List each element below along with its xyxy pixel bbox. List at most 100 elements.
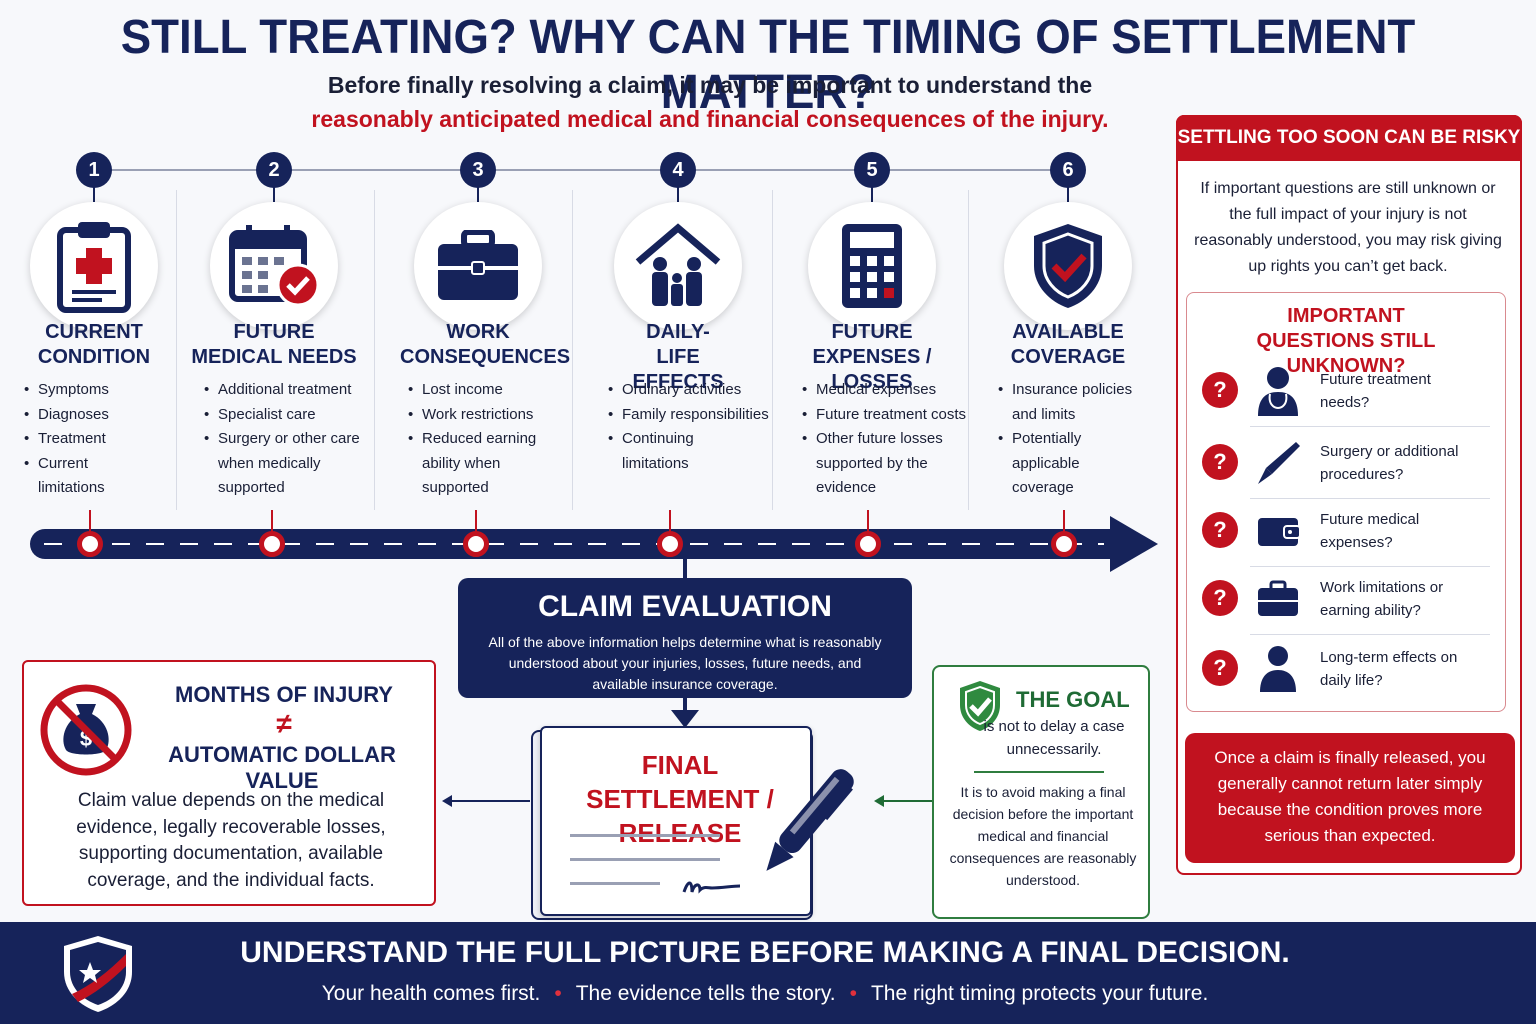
shield-check-icon	[1004, 202, 1132, 330]
shield-check-icon	[960, 681, 1000, 731]
list-item: Specialist care	[204, 403, 374, 428]
calendar-check-icon	[210, 202, 338, 330]
claim-evaluation-title: CLAIM EVALUATION	[538, 590, 832, 623]
claim-evaluation-text: All of the above information helps deter…	[488, 634, 882, 692]
step-future-medical-needs: 2 FUTURE MEDICAL NEEDS Additional treatm…	[176, 148, 372, 508]
step-connector-line	[90, 169, 1070, 171]
briefcase-icon	[1258, 580, 1298, 616]
timeline-marker	[77, 531, 103, 557]
question-text: Long-term effects on daily life?	[1320, 649, 1458, 689]
list-item: Future treatment costs	[802, 403, 972, 428]
question-row: ? Future treatment needs?	[1196, 360, 1492, 428]
release-warning-text: Once a claim is finally released, you ge…	[1214, 748, 1486, 845]
left-arrow-icon	[442, 795, 452, 807]
step-items: Lost income Work restrictions Reduced ea…	[408, 378, 578, 501]
questions-box	[1186, 292, 1506, 712]
step-title: FUTURE MEDICAL NEEDS	[191, 321, 357, 368]
step-number: 3	[460, 152, 496, 188]
list-item: Diagnoses	[24, 403, 194, 428]
timeline-marker	[463, 531, 489, 557]
claim-evaluation-box: CLAIM EVALUATION All of the above inform…	[458, 578, 912, 698]
question-row: ? Work limitations or earning ability?	[1196, 568, 1492, 636]
step-available-coverage: 6 AVAILABLE COVERAGE Insurance policies …	[970, 148, 1166, 508]
risk-panel-header: SETTLING TOO SOON CAN BE RISKY	[1176, 115, 1522, 161]
list-item: Additional treatment	[204, 378, 374, 403]
timeline-dashes	[44, 543, 1104, 545]
goal-text: It is to avoid making a final decision b…	[949, 784, 1137, 888]
person-icon	[1260, 646, 1296, 692]
step-items: Additional treatment Specialist care Sur…	[204, 378, 374, 501]
step-items: Medical expenses Future treatment costs …	[802, 378, 972, 501]
question-text: Surgery or additional procedures?	[1320, 443, 1459, 483]
list-item: Ordinary activities	[608, 378, 778, 403]
timeline-arrow-head	[1110, 516, 1158, 572]
question-mark-icon: ?	[1202, 372, 1238, 408]
footer-title: UNDERSTAND THE FULL PICTURE BEFORE MAKIN…	[240, 936, 1290, 969]
not-equal-icon: ≠	[276, 708, 292, 739]
step-items: Ordinary activities Family responsibilit…	[608, 378, 778, 476]
risk-panel-text: If important questions are still unknown…	[1194, 180, 1502, 275]
step-number: 1	[76, 152, 112, 188]
goal-title: THE GOAL	[1016, 687, 1130, 712]
list-item: Family responsibilities	[608, 403, 778, 428]
question-text: Future treatment needs?	[1320, 371, 1431, 411]
tagline-item: The right timing protects your future.	[870, 982, 1209, 1005]
briefcase-icon	[414, 202, 542, 330]
months-of-injury-box: $ MONTHS OF INJURY ≠ AUTOMATIC DOLLAR VA…	[22, 660, 436, 906]
footer	[0, 922, 1536, 1024]
questions-title: IMPORTANT QUESTIONS STILL UNKNOWN?	[1256, 305, 1436, 377]
step-number: 4	[660, 152, 696, 188]
page-title: STILL TREATING? WHY CAN THE TIMING OF SE…	[120, 11, 1416, 119]
question-mark-icon: ?	[1202, 444, 1238, 480]
question-row: ? Future medical expenses?	[1196, 500, 1492, 568]
list-item: Potentially applicable coverage	[998, 427, 1108, 501]
list-item: Symptoms	[24, 378, 194, 403]
step-future-expenses: 5 FUTURE EXPENSES / LOSSES Medical expen…	[774, 148, 970, 508]
family-home-icon	[614, 202, 742, 330]
question-text: Work limitations or earning ability?	[1320, 579, 1444, 619]
list-item: Work restrictions	[408, 403, 578, 428]
doctor-icon	[1258, 367, 1298, 416]
tagline-item: Your health comes first.	[321, 982, 541, 1005]
timeline-marker	[855, 531, 881, 557]
wallet-icon	[1258, 518, 1301, 546]
step-number: 5	[854, 152, 890, 188]
timeline-marker	[657, 531, 683, 557]
list-item: Insurance policies and limits	[998, 378, 1148, 427]
step-daily-life-effects: 4 DAILY-LIFE EFFECTS Ordinary activities…	[580, 148, 776, 508]
goal-subtitle: is not to delay a case unnecessarily.	[983, 718, 1125, 758]
timeline-marker	[1051, 531, 1077, 557]
down-arrow-icon	[671, 710, 699, 728]
question-mark-icon: ?	[1202, 512, 1238, 548]
question-row: ? Long-term effects on daily life?	[1196, 638, 1492, 706]
list-item: Continuing limitations	[608, 427, 708, 476]
clipboard-medical-icon	[30, 202, 158, 330]
pen-icon	[766, 769, 854, 871]
subtitle-line-2: reasonably anticipated medical and finan…	[311, 106, 1109, 132]
step-number: 6	[1050, 152, 1086, 188]
timeline-marker	[259, 531, 285, 557]
calculator-icon	[808, 202, 936, 330]
list-item: Other future losses supported by the evi…	[802, 427, 952, 501]
tagline-separator: •	[554, 982, 562, 1005]
signature-icon	[682, 881, 741, 894]
step-number: 2	[256, 152, 292, 188]
automatic-dollar-value-label: AUTOMATIC DOLLAR VALUE	[168, 742, 396, 793]
question-mark-icon: ?	[1202, 580, 1238, 616]
step-work-consequences: 3 WORK CONSEQUENCES Lost income Work res…	[380, 148, 576, 508]
final-settlement-document: FINAL SETTLEMENT / RELEASE	[540, 726, 812, 916]
question-mark-icon: ?	[1202, 650, 1238, 686]
shield-star-logo-icon	[64, 936, 132, 1012]
scalpel-icon	[1258, 442, 1300, 484]
tagline-separator: •	[849, 982, 857, 1005]
question-text: Future medical expenses?	[1320, 511, 1420, 551]
left-arrow-icon	[874, 795, 884, 807]
step-title: WORK CONSEQUENCES	[400, 321, 571, 368]
footer-tagline: Your health comes first. • The evidence te…	[150, 982, 1380, 1006]
goal-box: THE GOAL is not to delay a case unnecess…	[932, 665, 1150, 919]
step-items: Insurance policies and limits Potentiall…	[998, 378, 1168, 501]
tagline-item: The evidence tells the story.	[575, 982, 836, 1005]
months-of-injury-label: MONTHS OF INJURY	[175, 682, 393, 707]
step-current-condition: 1 CURRENT CONDITION Symptoms Diagnoses T…	[0, 148, 192, 508]
no-money-bag-icon: $	[40, 684, 132, 776]
